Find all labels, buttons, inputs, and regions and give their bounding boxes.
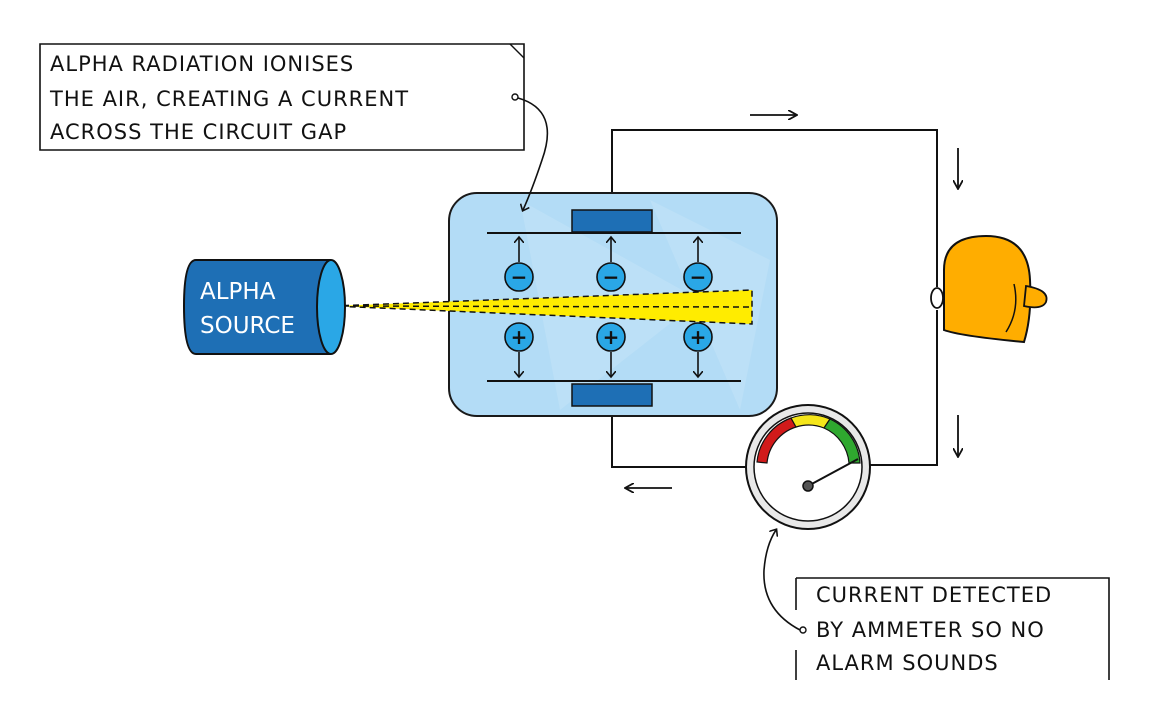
alpha-source: ALPHA SOURCE [182,259,346,355]
callout-bottom-line3: ALARM SOUNDS [816,651,999,675]
positive-ion-sign: + [511,325,528,349]
positive-ion-sign: + [603,325,620,349]
wire-bottom [611,406,746,468]
alpha-source-body [182,259,331,355]
ammeter-needle [807,458,859,487]
callout-bottom-pointer-dot [799,626,807,634]
callout-bottom-line2: BY AMMETER SO NO [816,618,1045,642]
current-arrows [626,115,958,488]
callout-top-line3: ACROSS THE CIRCUIT GAP [50,120,347,144]
bell-highlight [1005,283,1017,333]
alpha-source-label-line1: ALPHA [200,279,276,305]
ammeter-inner-ring [753,412,863,522]
callout-top-tail-corner [509,43,525,59]
alpha-source-face [316,259,346,355]
bell-knob [1023,284,1048,309]
top-electrode-plate [571,209,653,233]
positive-ion [596,322,626,352]
ions: − + − + − + [504,238,713,376]
alpha-source-label-line2: SOURCE [200,313,295,339]
negative-ion [504,262,534,292]
callout-top-pointer-dot [511,93,519,101]
positive-ion [683,322,713,352]
bottom-electrode-plate [571,383,653,407]
bell-body [943,234,1032,344]
callout-bottom-box [795,577,1110,680]
positive-ion [504,322,534,352]
callout-top-pointer [517,97,549,210]
negative-ion [683,262,713,292]
callout-bottom: CURRENT DETECTED BY AMMETER SO NO ALARM … [763,530,1110,680]
wire-top [611,129,938,287]
gauge-green-zone [823,418,861,464]
bell-icon [930,234,1048,344]
callout-top-line1: ALPHA RADIATION IONISES [50,52,354,76]
callout-bottom-line1: CURRENT DETECTED [816,583,1052,607]
ammeter-gauge-icon [745,404,871,530]
circuit-wires [611,129,938,468]
negative-ion-sign: − [690,265,707,289]
callout-bottom-pointer [763,530,801,631]
negative-ion-sign: − [603,265,620,289]
positive-ion-sign: + [690,325,707,349]
wire-right-lower [868,310,938,466]
bell-clapper-ring [930,287,944,309]
alpha-beam [332,289,753,325]
negative-ion-sign: − [511,265,528,289]
callout-top-box [39,43,525,151]
ammeter-pivot [802,480,814,492]
negative-ion [596,262,626,292]
callout-top: ALPHA RADIATION IONISES THE AIR, CREATIN… [39,43,549,210]
callout-top-line2: THE AIR, CREATING A CURRENT [49,87,409,111]
